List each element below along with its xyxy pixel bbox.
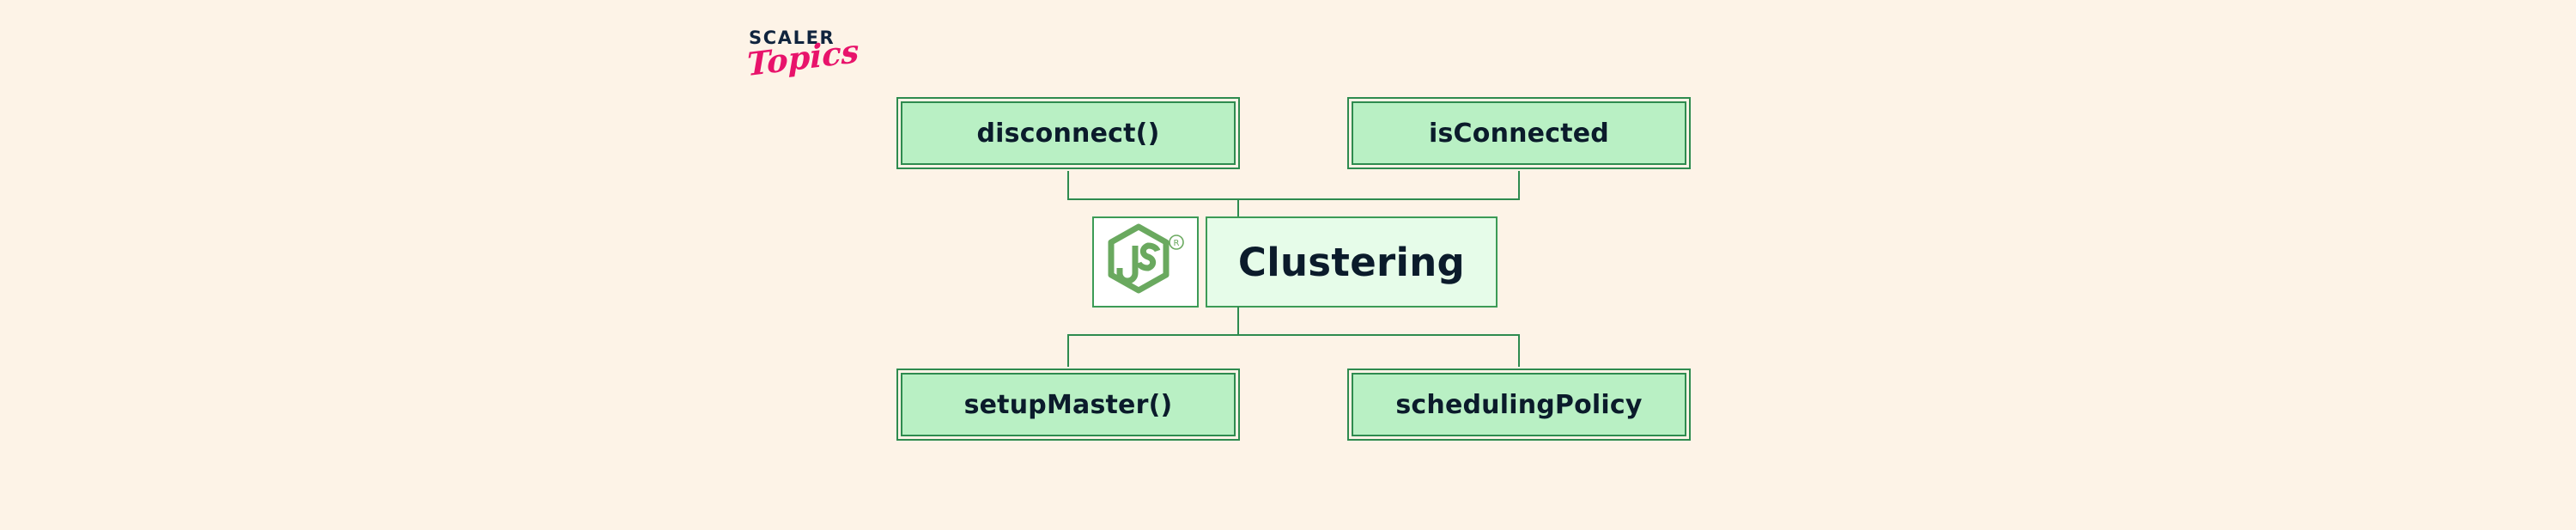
nodejs-logo-icon: R [1108, 223, 1184, 294]
center-group: R Clustering [1092, 216, 1498, 308]
scaler-topics-logo: SCALER Topics [747, 27, 886, 108]
node-disconnect[interactable]: disconnect() [896, 97, 1240, 169]
node-schedulingpolicy[interactable]: schedulingPolicy [1347, 369, 1691, 441]
node-clustering-label: Clustering [1237, 239, 1466, 285]
connector-schedulingpolicy-drop [1518, 334, 1520, 367]
node-setupmaster[interactable]: setupMaster() [896, 369, 1240, 441]
node-isconnected-label: isConnected [1429, 118, 1609, 149]
connector-top-stem [1237, 198, 1239, 217]
node-isconnected[interactable]: isConnected [1347, 97, 1691, 169]
nodejs-logo-box: R [1092, 216, 1199, 308]
brand-primary-text: SCALER [749, 27, 835, 48]
node-setupmaster-label: setupMaster() [963, 389, 1173, 420]
connector-setupmaster-drop [1067, 334, 1069, 367]
connector-bottom-stem [1237, 307, 1239, 335]
svg-text:R: R [1174, 239, 1180, 248]
node-disconnect-label: disconnect() [976, 118, 1160, 149]
node-clustering[interactable]: Clustering [1206, 216, 1498, 308]
connector-isconnected-drop [1518, 171, 1520, 199]
connector-disconnect-drop [1067, 171, 1069, 199]
node-schedulingpolicy-label: schedulingPolicy [1395, 389, 1643, 420]
connector-top-bar [1067, 198, 1520, 200]
connector-bottom-bar [1067, 334, 1520, 336]
